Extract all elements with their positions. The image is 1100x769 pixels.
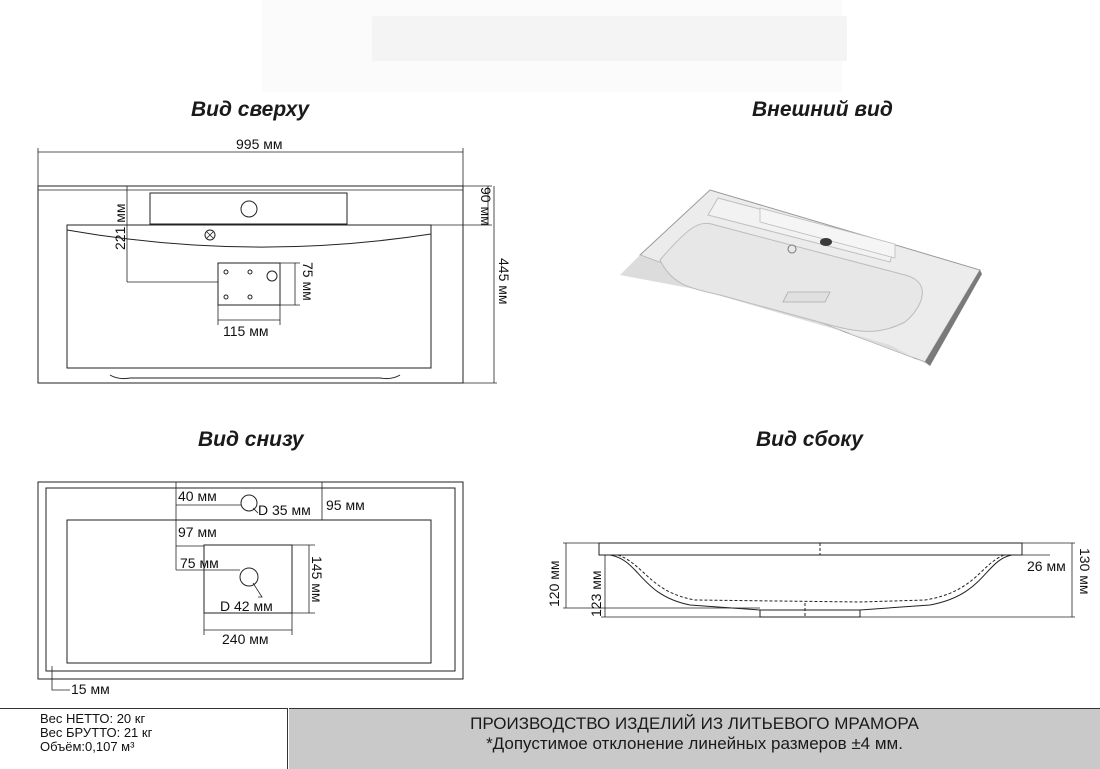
footer-note-panel: ПРОИЗВОДСТВО ИЗДЕЛИЙ ИЗ ЛИТЬЕВОГО МРАМОР… xyxy=(289,708,1100,769)
dim-97: 97 мм xyxy=(178,524,217,540)
dim-width: 995 мм xyxy=(236,136,283,152)
footer-line-2: *Допустимое отклонение линейных размеров… xyxy=(486,734,903,753)
dim-120: 120 мм xyxy=(546,560,562,608)
title-bottom-view: Вид снизу xyxy=(198,428,304,451)
dim-d42: D 42 мм xyxy=(220,598,273,614)
dim-total-depth: 445 мм xyxy=(496,258,512,305)
top-view-drawing xyxy=(37,148,497,384)
dim-145: 145 мм xyxy=(309,556,325,603)
dim-26: 26 мм xyxy=(1027,558,1066,574)
spec-net-weight: Вес НЕТТО: 20 кг xyxy=(40,711,146,726)
bottom-view-drawing xyxy=(37,481,464,691)
spec-volume: Объём:0,107 м³ xyxy=(40,739,135,754)
dim-d35: D 35 мм xyxy=(258,502,311,518)
dim-drain-offset: 221 мм xyxy=(112,203,128,251)
dim-plate-height: 75 мм xyxy=(300,262,316,301)
dim-15: 15 мм xyxy=(71,681,110,697)
dim-123: 123 мм xyxy=(588,570,604,618)
dim-plate-width: 115 мм xyxy=(223,323,269,339)
dim-130: 130 мм xyxy=(1077,548,1093,595)
title-side-view: Вид сбоку xyxy=(756,428,863,451)
exterior-render xyxy=(620,189,982,366)
dim-95: 95 мм xyxy=(326,497,365,513)
spec-gross-weight: Вес БРУТТО: 21 кг xyxy=(40,725,153,740)
title-top-view: Вид сверху xyxy=(191,98,309,121)
specs-panel: Вес НЕТТО: 20 кг Вес БРУТТО: 21 кг Объём… xyxy=(0,708,288,769)
title-exterior-view: Внешний вид xyxy=(752,98,893,121)
footer-line-1: ПРОИЗВОДСТВО ИЗДЕЛИЙ ИЗ ЛИТЬЕВОГО МРАМОР… xyxy=(470,714,919,733)
dim-75: 75 мм xyxy=(180,555,219,571)
dim-back-depth: 90 мм xyxy=(478,187,494,226)
dim-240: 240 мм xyxy=(222,631,269,647)
header-banner xyxy=(372,16,847,61)
side-view-drawing xyxy=(563,542,1075,618)
dim-40: 40 мм xyxy=(178,488,217,504)
